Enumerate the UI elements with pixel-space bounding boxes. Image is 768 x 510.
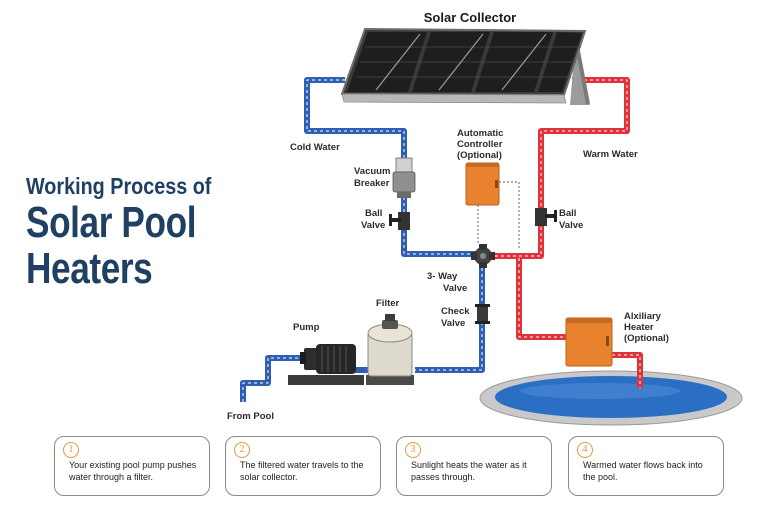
ball-valve-right-label-2: Valve [559,220,583,231]
vacuum-breaker-label-2: Breaker [354,178,390,189]
title-line-2: Solar Pool [26,198,197,247]
filter-label: Filter [376,298,400,309]
step-text-4: Warmed water flows back into the pool. [583,460,703,482]
controller-label-3: (Optional) [457,150,502,161]
step-card-2: 2 The filtered water travels to the sola… [225,436,381,496]
cold-water-label: Cold Water [290,142,340,153]
check-valve-label-1: Check [441,306,470,317]
vacuum-breaker [392,157,416,198]
step-text-1: Your existing pool pump pushes water thr… [69,460,197,482]
check-valve-label-2: Valve [441,318,465,329]
three-way-valve-label-2: Valve [443,283,467,294]
check-valve [475,304,490,324]
title-line-1: Working Process of [26,173,212,199]
step-text-2: The filtered water travels to the solar … [240,460,364,482]
ball-valve-right-label-1: Ball [559,208,576,219]
ball-valve-left-label-1: Ball [365,208,382,219]
solar-collector-label: Solar Collector [424,10,516,25]
ball-valve-right [535,208,557,226]
warm-water-pipe [486,77,643,388]
controller-label-2: Controller [457,139,503,150]
step-number-1: 1 [63,442,79,458]
title-line-3: Heaters [26,244,153,293]
warm-water-label: Warm Water [583,149,638,160]
solar-collector [340,27,590,105]
three-way-valve-label-1: 3- Way [427,271,458,282]
from-pool-label: From Pool [227,411,274,422]
step-card-3: 3 Sunlight heats the water as it passes … [396,436,552,496]
step-text-3: Sunlight heats the water as it passes th… [411,460,527,482]
auxiliary-heater [565,317,613,367]
controller-label-1: Automatic [457,128,503,139]
ball-valve-left [389,212,410,230]
step-card-1: 1 Your existing pool pump pushes water t… [54,436,210,496]
page-title: Working Process of Solar Pool Heaters [26,172,266,292]
filter [366,314,414,385]
vacuum-breaker-label-1: Vacuum [354,166,390,177]
pump [288,344,364,385]
step-number-4: 4 [577,442,593,458]
ball-valve-left-label-2: Valve [361,220,385,231]
step-number-3: 3 [405,442,421,458]
pump-label: Pump [293,322,320,333]
aux-heater-label-3: (Optional) [624,333,669,344]
cold-water-pipe [240,77,485,402]
aux-heater-label-2: Heater [624,322,654,333]
step-card-4: 4 Warmed water flows back into the pool. [568,436,724,496]
automatic-controller [465,162,520,250]
aux-heater-label-1: Alxiliary [624,311,662,322]
step-number-2: 2 [234,442,250,458]
three-way-valve [471,244,495,268]
pool [479,370,743,426]
